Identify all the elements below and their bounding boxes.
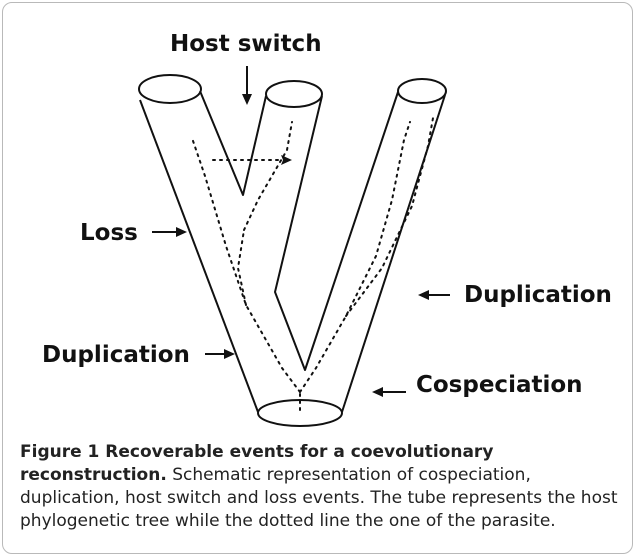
parasite-tree bbox=[191, 117, 434, 411]
arrow-host-switch-down bbox=[242, 66, 252, 105]
parasite-branch-lost bbox=[236, 229, 247, 306]
caption-title: Figure 1 Recoverable events for a coevol… bbox=[20, 442, 494, 485]
label-duplication-left: Duplication bbox=[42, 342, 190, 368]
figure-caption: Figure 1 Recoverable events for a coevol… bbox=[20, 441, 620, 533]
parasite-branch-host-switch bbox=[243, 121, 293, 231]
label-cospeciation: Cospeciation bbox=[416, 372, 583, 398]
tube-outline-mid bbox=[274, 91, 399, 371]
arrow-duplication-left-right bbox=[205, 349, 235, 359]
host-tube bbox=[138, 74, 447, 427]
parasite-branch-left bbox=[191, 137, 301, 393]
label-host-switch: Host switch bbox=[170, 31, 322, 57]
tube-outline-right-wall bbox=[341, 94, 446, 413]
label-duplication-right: Duplication bbox=[464, 282, 612, 308]
arrow-duplication-right-left bbox=[418, 290, 450, 300]
parasite-branch-right bbox=[299, 121, 411, 393]
caption-body: Schematic representation of cospeciation… bbox=[20, 465, 618, 531]
tube-outline-left-wall bbox=[139, 99, 259, 413]
host-switch-arrowhead bbox=[281, 155, 292, 165]
tube-top-left-opening bbox=[138, 74, 202, 104]
tube-top-right-opening bbox=[397, 78, 447, 104]
arrow-cospeciation-left bbox=[372, 387, 406, 397]
label-loss: Loss bbox=[80, 220, 138, 246]
tube-top-middle-opening bbox=[265, 80, 323, 108]
arrow-loss-right bbox=[152, 227, 187, 237]
coevolution-tube-diagram: Host switch Loss Duplication Duplication… bbox=[42, 31, 612, 427]
figure-frame bbox=[2, 2, 633, 554]
parasite-branch-duplication bbox=[345, 117, 434, 317]
tube-outline-inner-left bbox=[199, 90, 267, 196]
